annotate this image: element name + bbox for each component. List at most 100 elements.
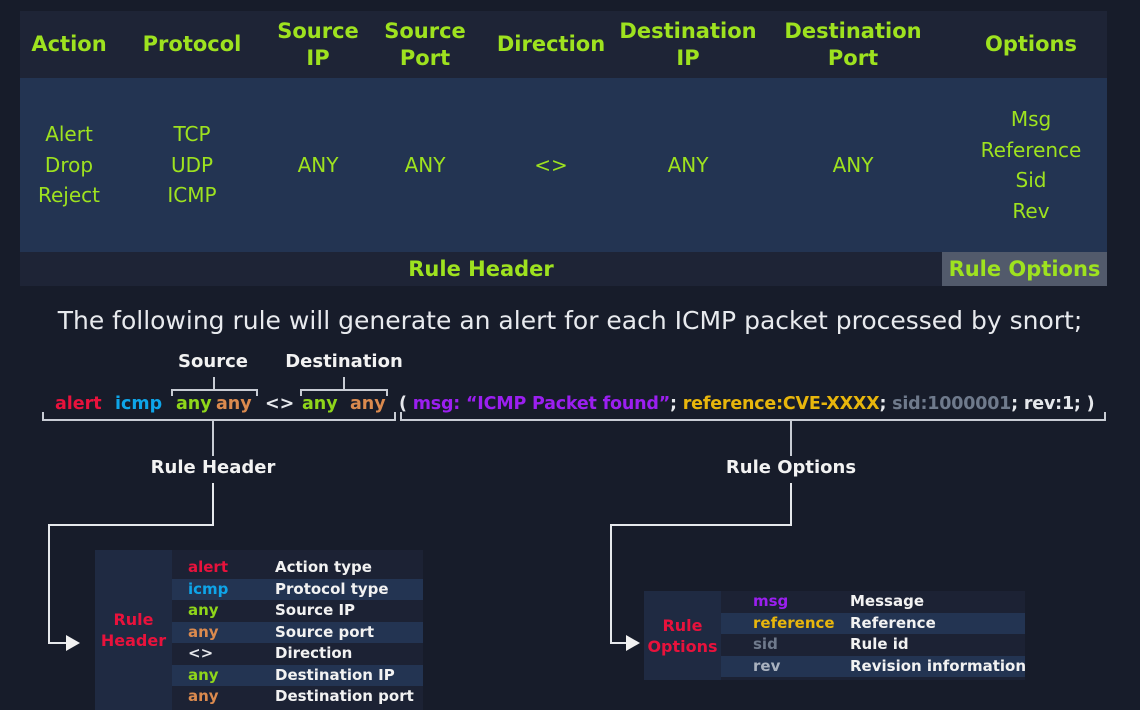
cell-value: Alert [45,122,93,147]
column-header: Source IP [277,11,359,78]
column-header: Options [985,11,1077,78]
header-bracket-left [42,412,44,420]
legend-row: icmp Protocol type [172,578,423,600]
column-header-label: Destination IP [619,18,757,70]
table-cell: ANY [298,78,339,252]
rule-src-ip: any [176,394,212,414]
destination-bracket [300,389,388,391]
cell-value: <> [534,152,568,177]
legend-row: any Source port [172,621,423,643]
header-connector [212,420,214,456]
legend-key: icmp [188,579,229,598]
rule-header-label: Rule Header [150,457,276,478]
cell-value: ANY [667,152,709,177]
legend-description: Protocol type [275,579,389,598]
connector-line [610,642,628,644]
separator: ; [879,394,887,414]
table-cell: TCP UDP ICMP [167,78,216,252]
arrow-right-icon [626,635,640,651]
legend-key: reference [753,613,835,632]
legend-row: any Destination IP [172,664,423,686]
legend-row: reference Reference [721,612,1025,634]
legend-title: Rule Options [644,591,721,680]
legend-key: any [188,601,219,619]
footer-rule-options: Rule Options [942,252,1107,286]
column-header: Source Port [384,11,466,78]
source-bracket [171,389,258,391]
rule-protocol: icmp [115,394,163,414]
connector-line [48,524,50,643]
legend-key: any [188,622,219,641]
source-connector [213,377,215,390]
legend-row: <> Direction [172,643,423,665]
legend-description: Destination port [275,687,414,705]
legend-row: msg Message [721,591,1025,613]
cell-value: Reject [37,183,101,208]
legend-description: Rule id [850,635,909,653]
cell-value: ANY [297,152,339,177]
source-bracket-right [256,389,258,396]
connector-line [610,524,612,643]
legend-row: any Destination port [172,686,423,708]
rule-options-label: Rule Options [725,457,857,478]
cell-value: Rev [1012,198,1050,223]
legend-description: Revision information [850,656,1027,675]
cell-value: Reference [980,137,1082,162]
column-header-label: Source IP [277,18,359,70]
legend-description: Reference [850,613,936,632]
table-cell: ANY [405,78,446,252]
rule-dst-port: any [350,394,386,414]
legend-key: <> [188,644,214,662]
table-cell: <> [534,78,568,252]
column-header-label: Direction [496,32,606,56]
legend-description: Direction [275,644,353,662]
cell-value: ICMP [167,183,217,208]
legend-description: Source port [275,622,375,641]
rule-src-port: any [216,394,252,414]
legend-key: any [188,665,219,684]
destination-bracket-right [386,389,388,396]
destination-bracket-left [300,389,302,396]
table-body-row [20,78,1107,252]
connector-line [48,524,214,526]
legend-key: sid [753,635,778,653]
legend-key: msg [753,592,789,610]
options-connector [790,420,792,456]
footer-rule-header: Rule Header [20,252,942,286]
cell-value: Msg [1010,107,1052,131]
column-header-label: Options [985,32,1077,56]
column-header: Action [31,11,106,78]
column-header-label: Protocol [142,32,242,56]
arrow-right-icon [66,635,80,651]
table-cell: ANY [833,78,874,252]
rule-msg: msg: “ICMP Packet found” [412,394,670,414]
cell-value: TCP [173,122,211,147]
legend-key: any [188,687,219,705]
table-cell: ANY [668,78,709,252]
rule-action: alert [55,394,102,414]
legend-row: sid Rule id [721,634,1025,656]
rule-reference: reference:CVE-XXXX [682,394,880,414]
column-header-label: Source Port [384,18,466,70]
separator: ; [670,394,677,414]
rule-rev: ; rev:1; ) [1011,394,1095,414]
connector-line [212,483,214,526]
cell-value: Drop [44,152,94,177]
rule-direction: <> [265,394,295,414]
cell-value: UDP [170,152,214,177]
legend-description: Destination IP [275,665,395,684]
column-header-label: Action [31,32,107,56]
legend-description: Message [850,592,924,610]
column-header: Destination IP [619,11,756,78]
source-bracket-left [171,389,173,396]
source-label: Source [178,351,248,372]
options-bracket-right [1104,412,1106,420]
open-paren: ( [399,394,407,414]
column-header: Direction [497,11,605,78]
column-header: Protocol [143,11,242,78]
